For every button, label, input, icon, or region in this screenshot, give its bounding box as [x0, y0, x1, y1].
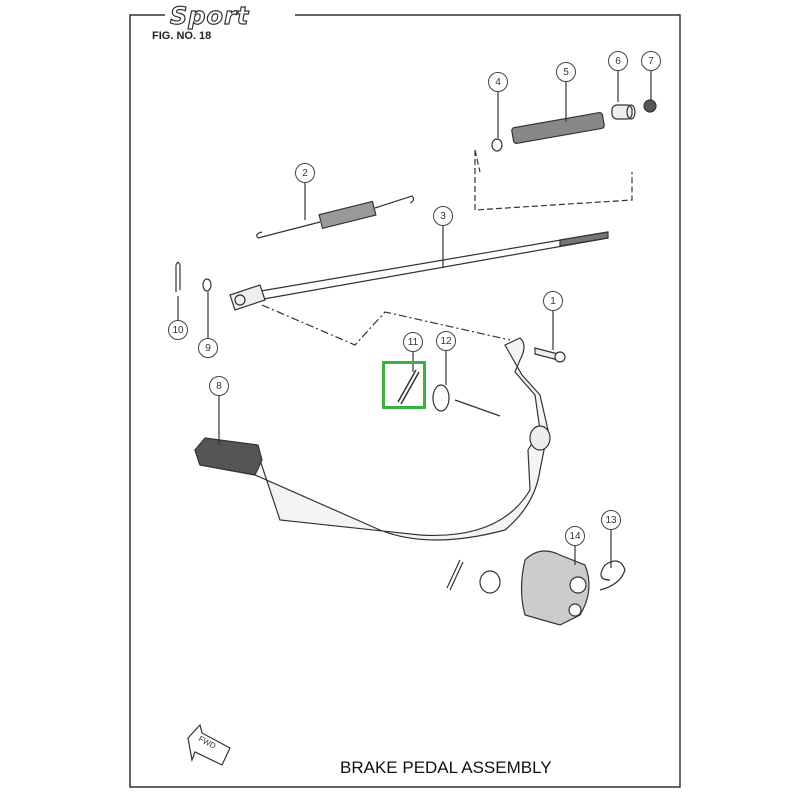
- callout-11[interactable]: 11: [403, 332, 423, 352]
- callout-6[interactable]: 6: [608, 51, 628, 71]
- spring-part-5: [511, 112, 605, 144]
- callout-5[interactable]: 5: [556, 62, 576, 82]
- spring-part-2: [256, 195, 415, 239]
- spring-part-13: [599, 560, 626, 591]
- dashed-leader: [474, 149, 633, 211]
- callout-14[interactable]: 14: [565, 526, 585, 546]
- callout-2[interactable]: 2: [295, 163, 315, 183]
- frame: [129, 14, 681, 788]
- washer: [479, 570, 501, 594]
- cotter-pin-part-11: [397, 369, 420, 405]
- callout-10[interactable]: 10: [168, 320, 188, 340]
- callout-12[interactable]: 12: [436, 331, 456, 351]
- sport-logo: Sport: [169, 1, 250, 30]
- washer-part-9: [202, 278, 212, 292]
- collar-part-6: [611, 104, 636, 120]
- callout-4[interactable]: 4: [488, 72, 508, 92]
- bolt-part-1: [534, 347, 566, 363]
- nut-part-7: [643, 99, 657, 113]
- callout-1[interactable]: 1: [543, 291, 563, 311]
- callout-8[interactable]: 8: [209, 376, 229, 396]
- callout-13[interactable]: 13: [601, 510, 621, 530]
- washer-part-4: [491, 138, 503, 152]
- brake-rod-part-3: [229, 231, 609, 311]
- figure-number: FIG. NO. 18: [152, 30, 212, 42]
- washer-part-12: [432, 384, 450, 412]
- callout-9[interactable]: 9: [198, 338, 218, 358]
- fwd-arrow-icon: [187, 723, 231, 766]
- cam-part-14: [520, 550, 590, 626]
- callout-7[interactable]: 7: [641, 51, 661, 71]
- callout-3[interactable]: 3: [433, 206, 453, 226]
- cotter-pin: [446, 559, 464, 591]
- diagram-title: BRAKE PEDAL ASSEMBLY: [340, 758, 552, 777]
- cotter-pin-part-10: [175, 261, 181, 292]
- dashed-leader: [261, 304, 511, 346]
- leader-lines: [177, 71, 652, 568]
- highlight-box-part-11: [382, 361, 426, 409]
- brake-pedal-part-8: [194, 337, 551, 541]
